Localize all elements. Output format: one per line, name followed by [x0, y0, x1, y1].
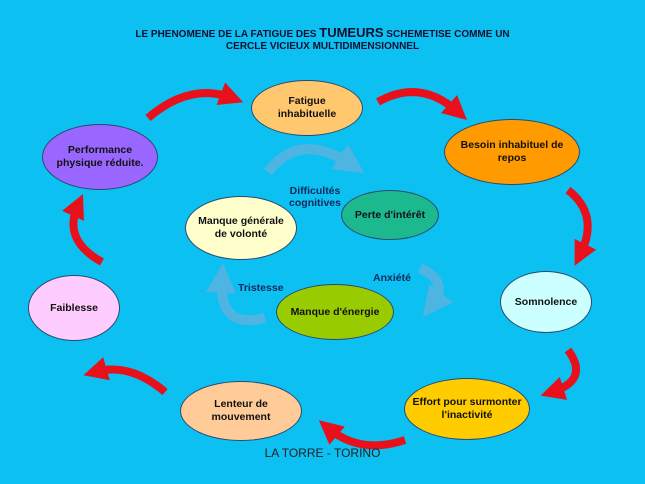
node-fatigue: Fatigue inhabituelle [251, 80, 363, 136]
red-arrow [540, 347, 580, 400]
title-line2: CERCLE VICIEUX MULTIDIMENSIONNEL [225, 41, 420, 52]
label-tristesse: Tristesse [238, 282, 284, 294]
blue-arrow [417, 263, 454, 317]
footer-credit: LA TORRE - TORINO [264, 446, 381, 460]
red-arrow [83, 357, 168, 396]
diagram-title: LE PHENOMENE DE LA FATIGUE DES TUMEURS S… [0, 25, 645, 53]
title-part: LE PHENOMENE DE LA FATIGUE DES [135, 29, 320, 40]
label-anxiete: Anxiété [373, 272, 411, 284]
node-label: Perte d'intérêt [354, 208, 426, 221]
red-arrow [565, 186, 597, 266]
red-arrow [62, 194, 105, 266]
node-faiblesse: Faiblesse [28, 275, 120, 341]
title-part: SCHEMETISE COMME UN [383, 29, 510, 40]
node-label: Faiblesse [50, 301, 98, 314]
node-label: Manque générale de volonté [198, 215, 284, 240]
node-label: Lenteur de mouvement [211, 398, 271, 423]
node-label: Besoin inhabituel de repos [460, 139, 564, 164]
node-volonte: Manque générale de volonté [185, 196, 297, 260]
node-lenteur: Lenteur de mouvement [180, 381, 302, 441]
node-label: Fatigue inhabituelle [277, 95, 337, 120]
node-effort: Effort pour surmonter l'inactivité [404, 378, 530, 440]
red-arrow [145, 82, 244, 122]
node-perte: Perte d'intérêt [341, 190, 439, 240]
node-label: Performance physique réduite. [56, 144, 144, 169]
node-somnolence: Somnolence [500, 271, 592, 333]
node-performance: Performance physique réduite. [42, 124, 158, 190]
label-difficultes: Difficultés cognitives [289, 185, 341, 209]
node-label: Manque d'énergie [290, 305, 380, 318]
red-arrow [376, 88, 467, 120]
node-label: Effort pour surmonter l'inactivité [412, 396, 522, 421]
red-arrow [318, 420, 407, 450]
node-besoin: Besoin inhabituel de repos [444, 119, 580, 185]
blue-arrow [264, 144, 365, 176]
node-energie: Manque d'énergie [276, 284, 394, 340]
blue-arrow [205, 263, 267, 326]
title-emphasis: TUMEURS [319, 25, 384, 40]
node-label: Somnolence [514, 295, 578, 308]
